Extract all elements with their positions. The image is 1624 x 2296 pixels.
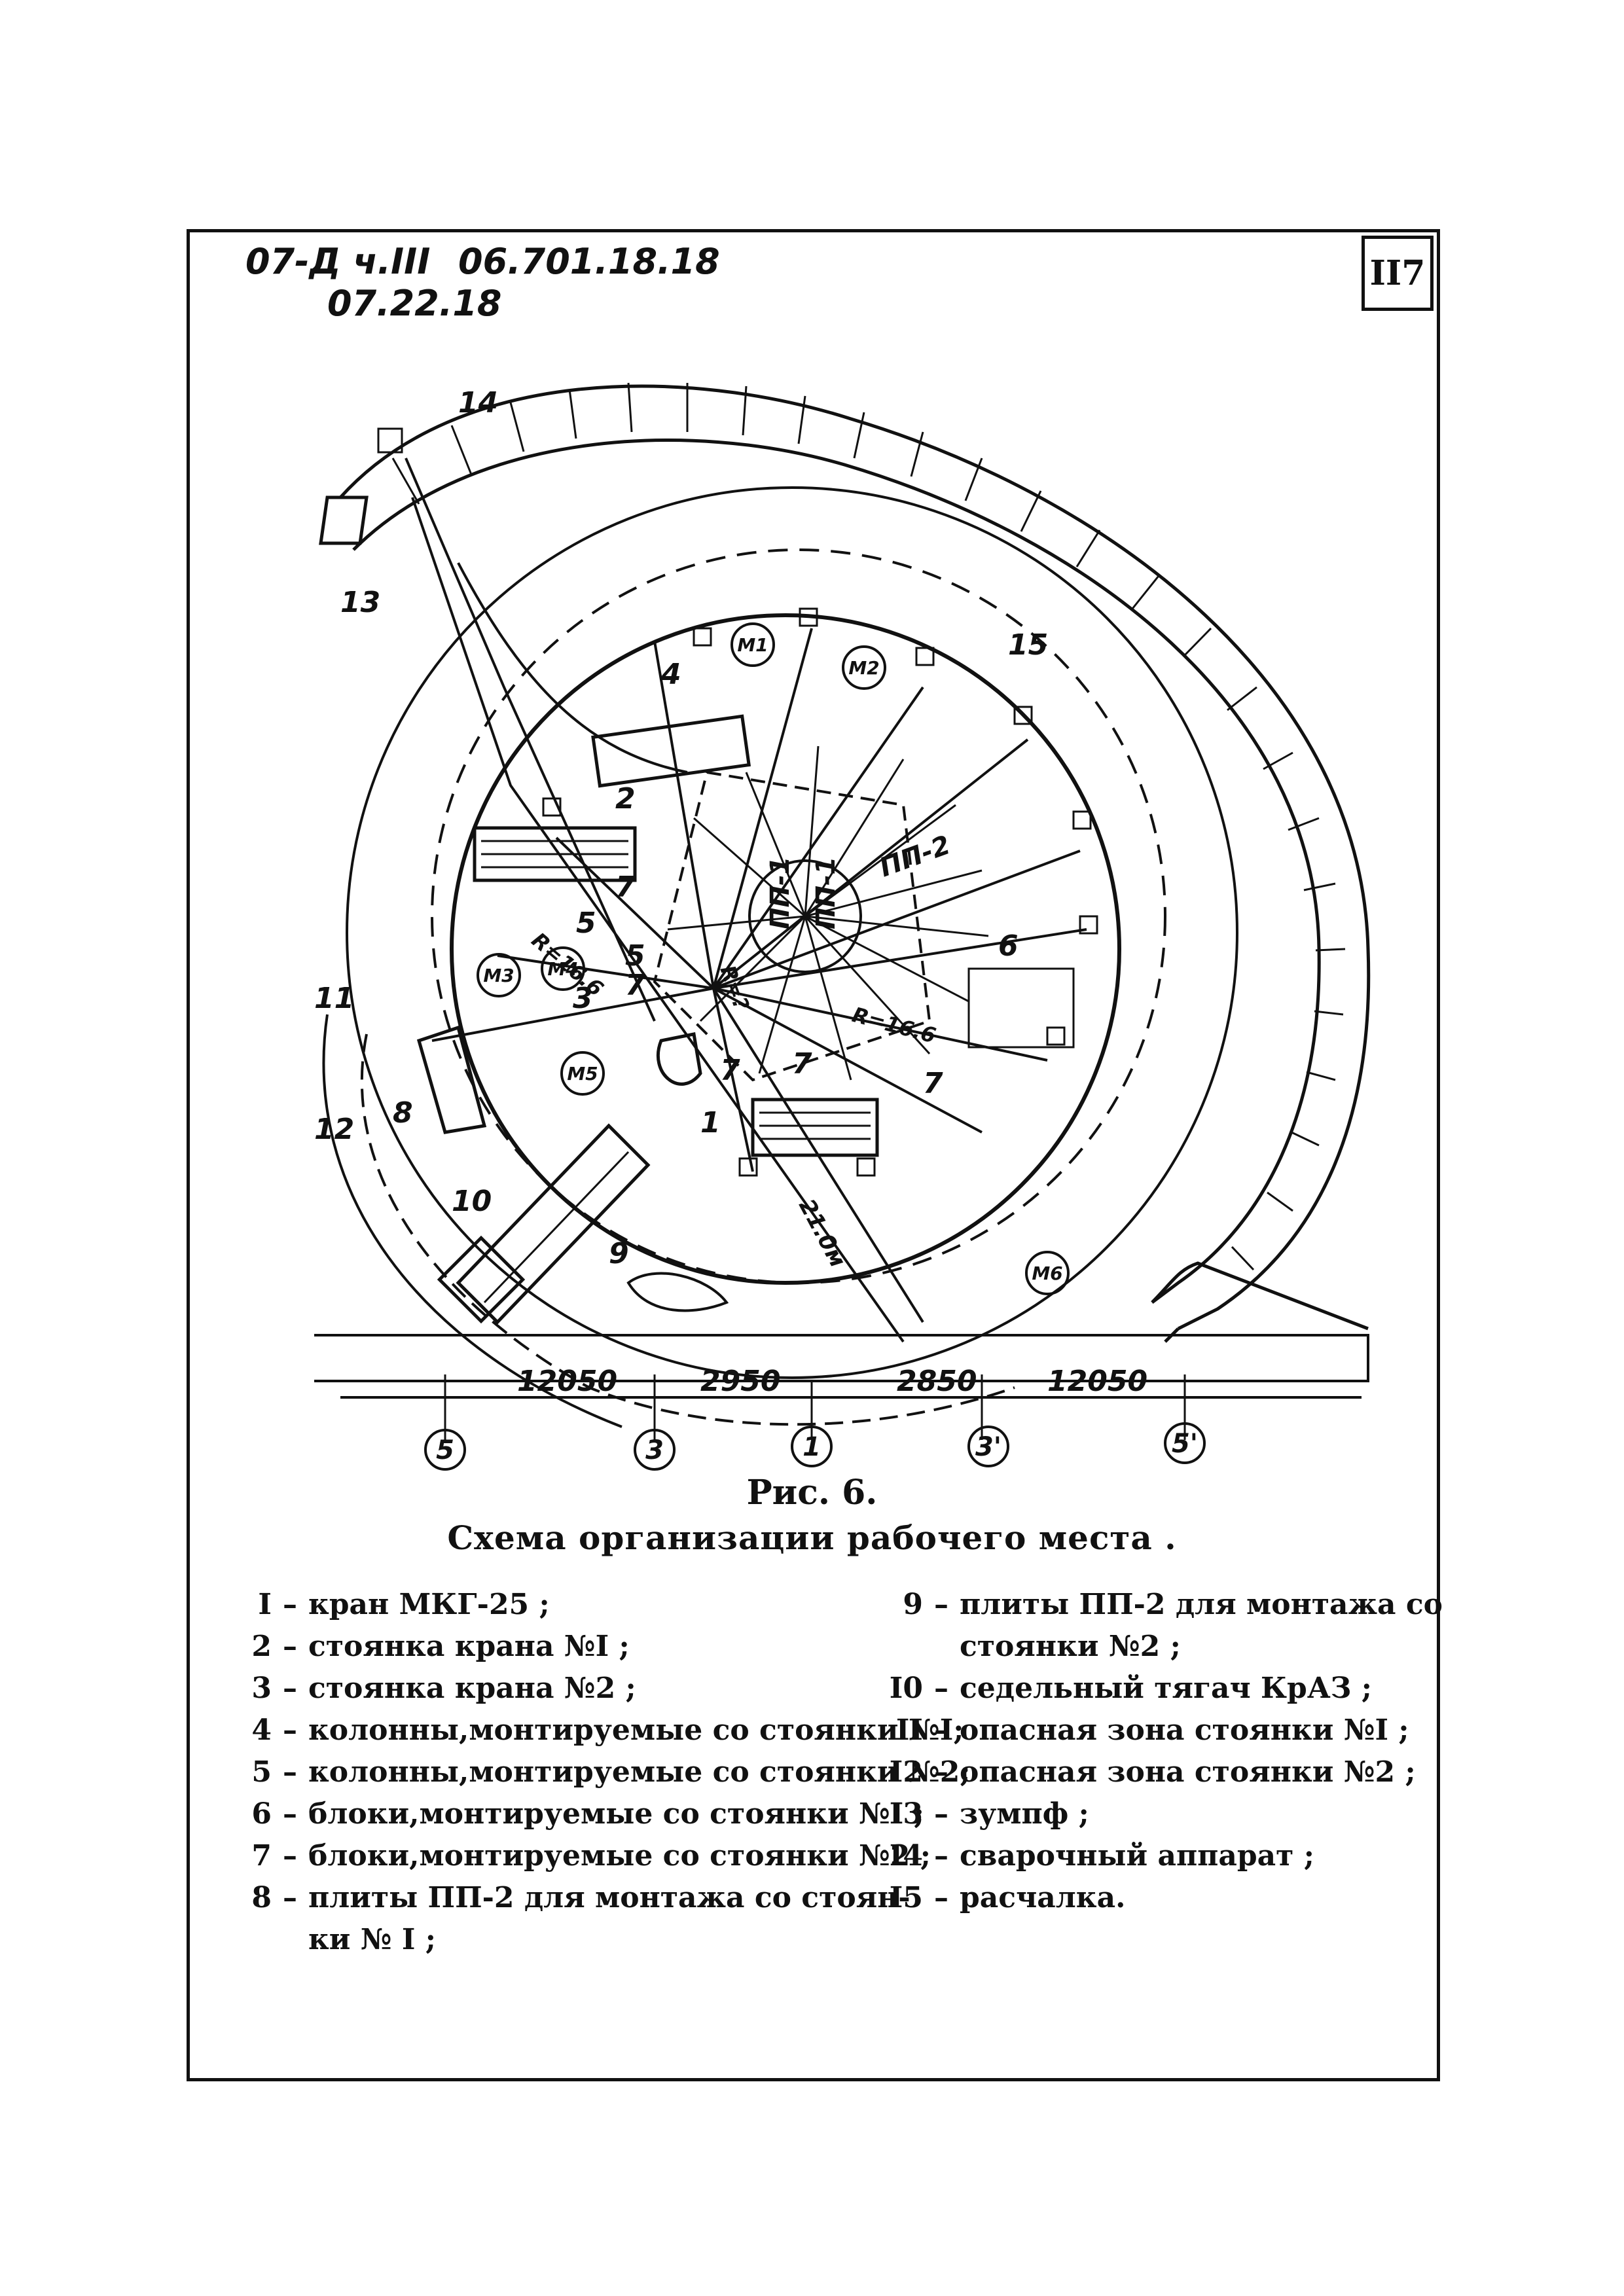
length-label: 21.0м <box>793 1194 851 1271</box>
marker-7c: 7 <box>792 1047 812 1081</box>
header-document-number: 06.701.18.18 <box>458 241 720 282</box>
center-circle <box>748 859 862 973</box>
center-label-3: ПП-2 <box>876 830 954 883</box>
radius-label-2: R=16.6 <box>850 1002 939 1048</box>
marker-14: 14 <box>458 386 498 420</box>
marker-6: 6 <box>998 929 1019 963</box>
marker-1: 1 <box>700 1106 721 1139</box>
legend-item: ки № I ; <box>308 1923 437 1956</box>
marker-5b: 5 <box>625 939 645 973</box>
marker-9: 9 <box>609 1237 629 1270</box>
marker-2: 2 <box>615 782 636 816</box>
legend-item: I0–седельный тягач КрАЗ ; <box>889 1672 1372 1705</box>
legend-item: 8–плиты ПП-2 для монтажа со стоян- <box>251 1881 911 1914</box>
welder-label-2: М2 <box>848 657 879 679</box>
legend-item: 5–колонны,монтируемые со стоянки №2; <box>251 1755 971 1789</box>
axis-label-5: 5 <box>436 1435 454 1465</box>
marker-4: 4 <box>660 658 681 691</box>
center-label-2: ПП-1 <box>811 857 841 929</box>
legend-item: I2–опасная зона стоянки №2 ; <box>889 1755 1416 1789</box>
marker-7a: 7 <box>615 870 636 904</box>
header-sheet-code: 07.22.18 <box>327 283 502 324</box>
welder-label-1: М1 <box>737 634 768 656</box>
marker-7d: 7 <box>923 1067 943 1100</box>
marker-15: 15 <box>1008 628 1048 662</box>
axis-label-5-prime: 5' <box>1172 1429 1198 1459</box>
road-band <box>319 382 1371 1343</box>
welder-label-5: М5 <box>567 1063 598 1085</box>
legend-item: 7–блоки,монтируемые со стоянки №2 ; <box>251 1839 931 1873</box>
marker-7b: 7 <box>625 969 645 1002</box>
welder-label-3: М3 <box>483 965 514 986</box>
figure-label: Рис. 6. <box>746 1473 878 1513</box>
marker-11: 11 <box>314 982 354 1015</box>
dimension-1: 12050 <box>517 1365 617 1398</box>
dimension-4: 12050 <box>1047 1365 1147 1398</box>
marker-12: 12 <box>314 1113 354 1146</box>
outer-circle <box>346 486 1238 1379</box>
legend-item: 6–блоки,монтируемые со стоянки №I ; <box>251 1797 924 1831</box>
legend-right: 9–плиты ПП-2 для монтажа со стоянки №2 ;… <box>877 1584 1443 1919</box>
danger-zone-circle <box>431 548 1166 1284</box>
welder-label-6: М6 <box>1032 1263 1062 1284</box>
marker-5c: 7 <box>720 1054 740 1087</box>
radial-lines <box>667 745 989 1081</box>
stacks <box>473 714 1075 1157</box>
marker-3: 3 <box>573 982 593 1015</box>
figure-caption: Схема организации рабочего места . <box>447 1518 1177 1557</box>
legend-item: I4–сварочный аппарат ; <box>889 1839 1314 1873</box>
header-code: 07-Д ч.III <box>245 241 431 282</box>
welding-machines <box>477 622 1070 1295</box>
anchors <box>377 427 1098 1177</box>
legend-item: 3–стоянка крана №2 ; <box>251 1672 636 1705</box>
marker-5a: 5 <box>576 906 596 940</box>
dimension-3: 2850 <box>897 1365 977 1398</box>
marker-13: 13 <box>340 586 380 619</box>
legend-item: 4–колонны,монтируемые со стоянки №I; <box>251 1713 964 1747</box>
dimension-2: 2950 <box>700 1365 780 1398</box>
marker-10: 10 <box>452 1185 492 1218</box>
legend-left: I–кран МКГ-25 ; 2–стоянка крана №I ; 3–с… <box>226 1584 971 1961</box>
legend-item: II–опасная зона стоянки №I ; <box>895 1713 1409 1747</box>
pit-circle <box>450 613 1121 1285</box>
drawing-frame <box>187 229 1440 2081</box>
legend-item: I5–расчалка. <box>889 1881 1126 1914</box>
marker-8: 8 <box>393 1096 413 1130</box>
legend-item: 2–стоянка крана №I ; <box>251 1630 630 1663</box>
welder-label-4: М4 <box>547 958 578 980</box>
legend-item: I–кран МКГ-25 ; <box>258 1588 550 1621</box>
axis-label-3-prime: 3' <box>975 1432 1001 1462</box>
center-label-1: ПП-1 <box>765 857 795 929</box>
truck <box>437 1123 651 1325</box>
axis-label-1: 1 <box>803 1432 821 1462</box>
page-number: II7 <box>1362 236 1434 311</box>
axis-label-3: 3 <box>645 1435 664 1465</box>
legend-item: 9–плиты ПП-2 для монтажа со <box>903 1588 1443 1621</box>
legend-item: стоянки №2 ; <box>960 1630 1181 1663</box>
legend-item: I3–зумпф ; <box>889 1797 1089 1831</box>
